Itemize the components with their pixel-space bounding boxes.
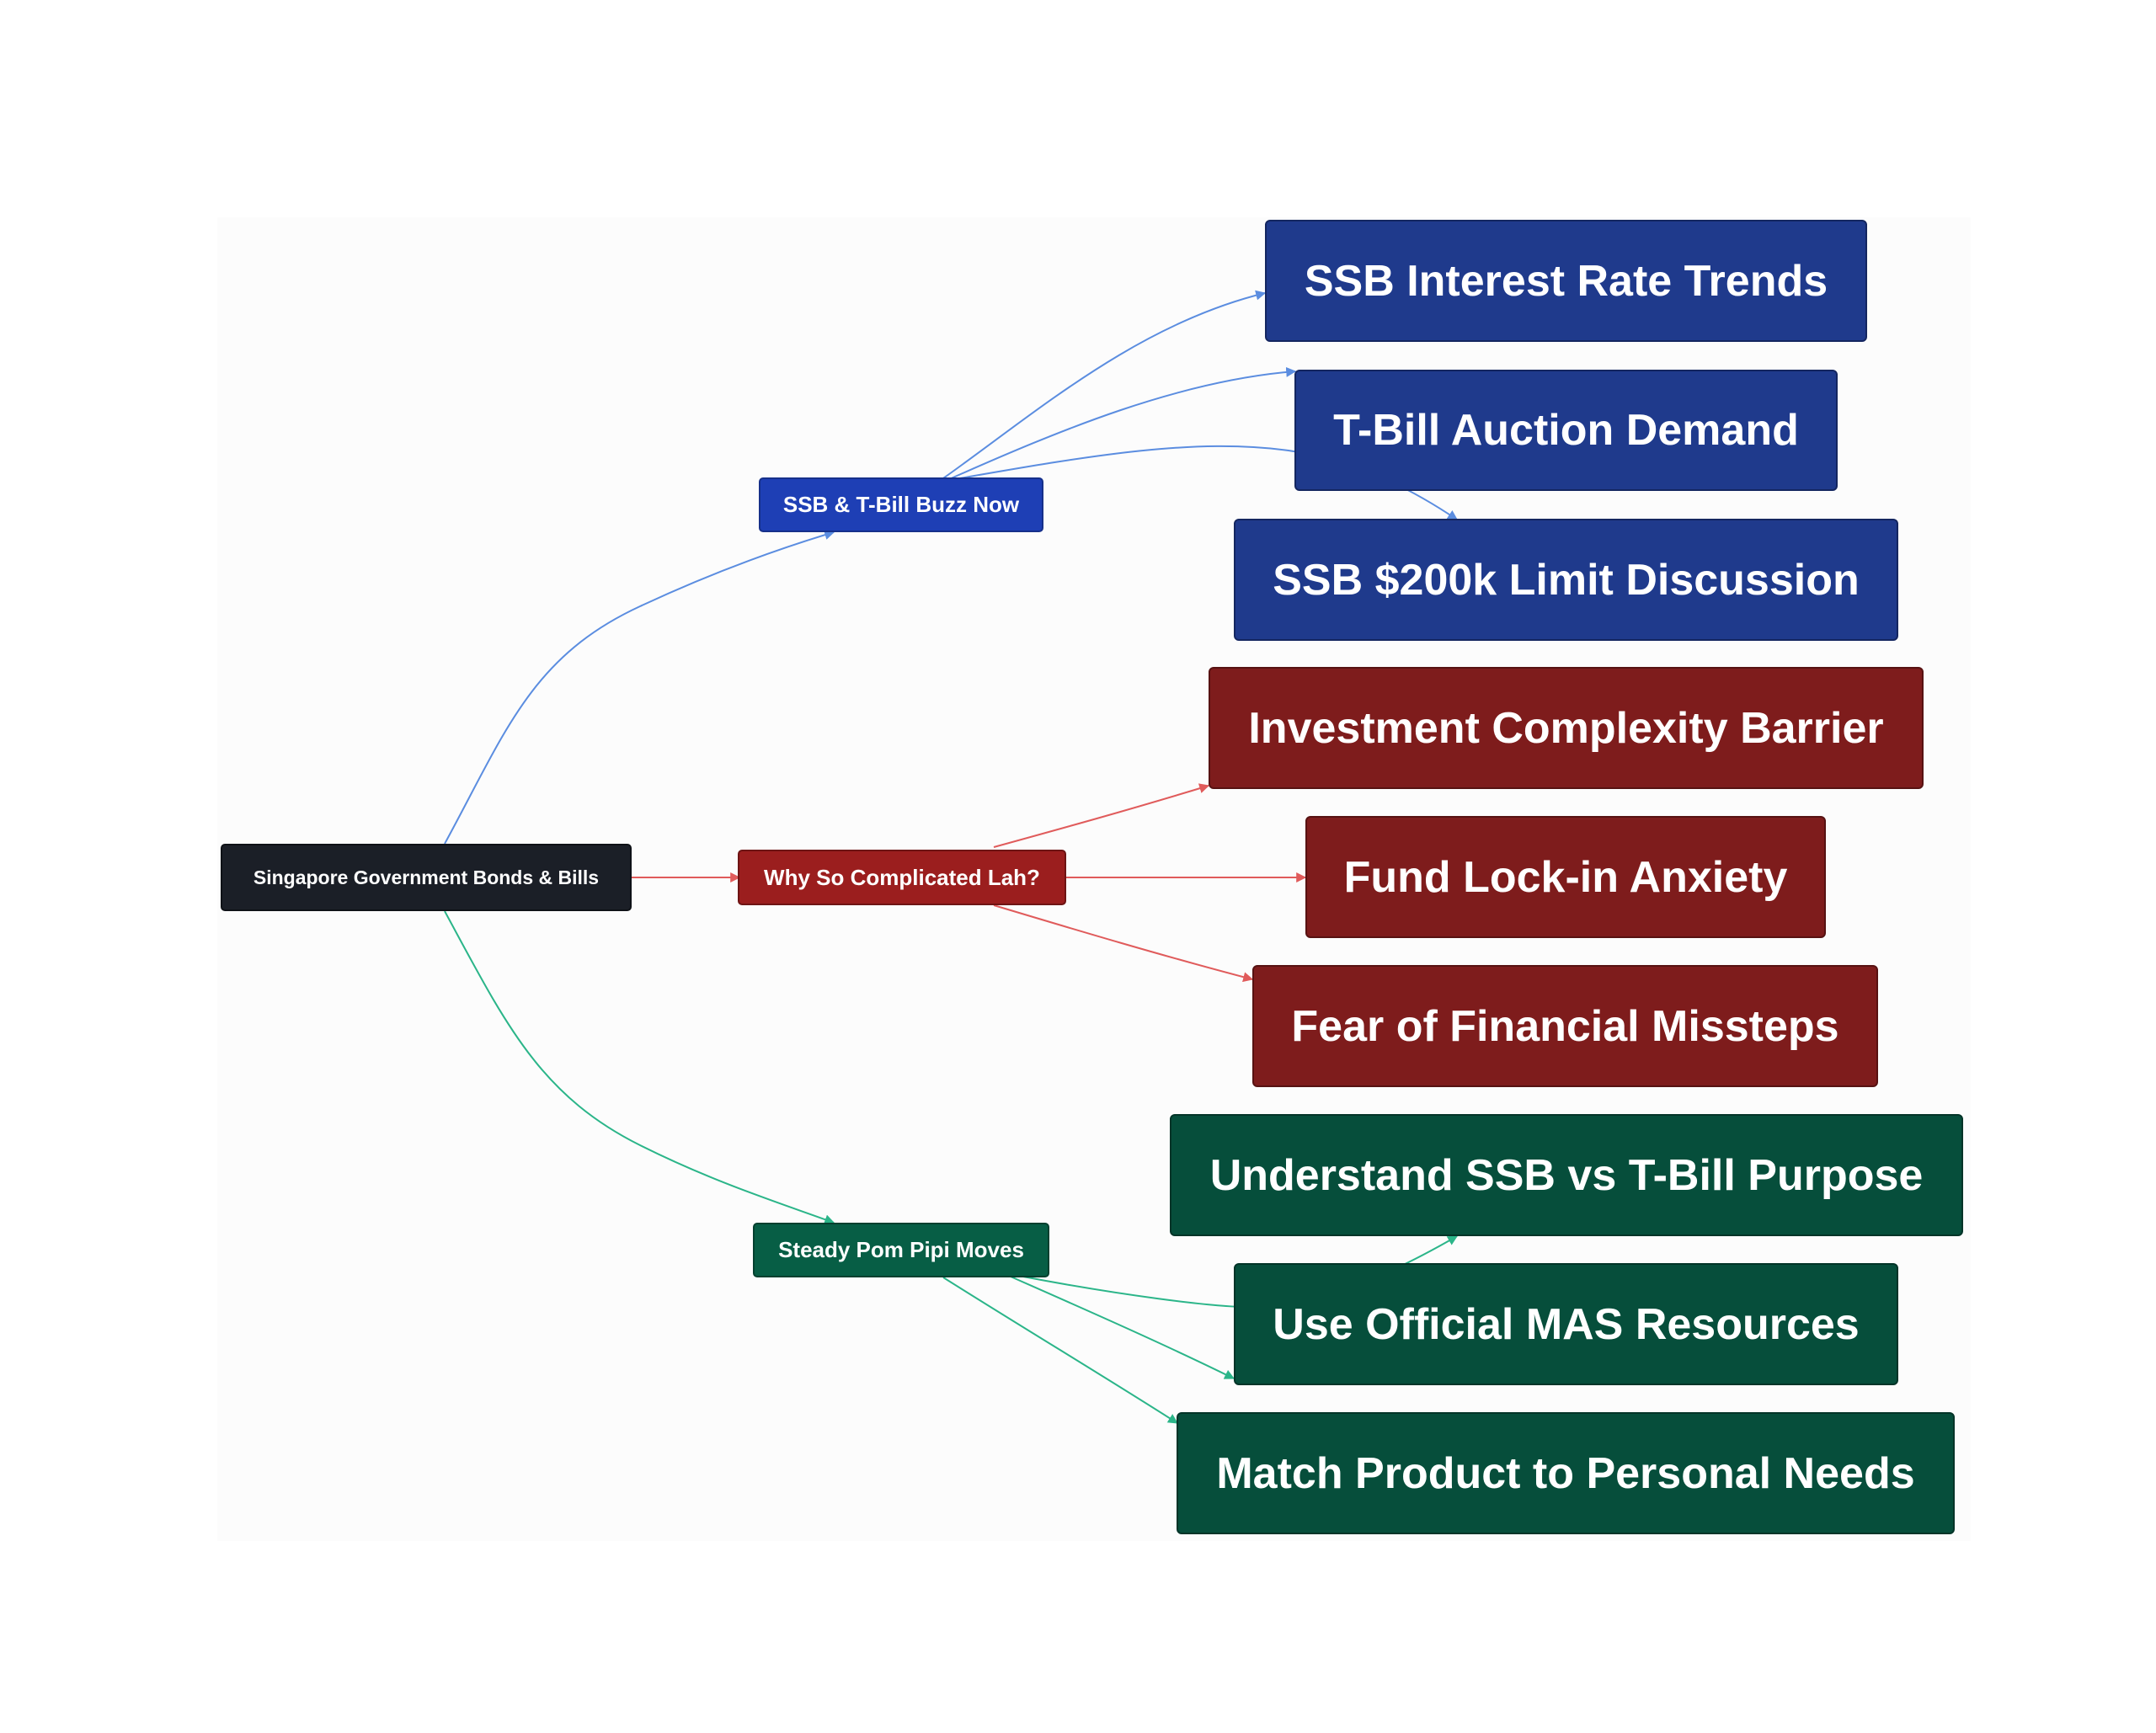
branch-node-buzz: SSB & T-Bill Buzz Now [759,477,1043,532]
leaf-node-match-needs: Match Product to Personal Needs [1177,1412,1955,1534]
leaf-node-lockin: Fund Lock-in Anxiety [1305,816,1826,938]
edge-buzz-to-limit [959,445,1458,520]
root-node: Singapore Government Bonds & Bills [221,844,632,911]
leaf-node-complexity: Investment Complexity Barrier [1209,667,1924,789]
leaf-node-lockin-label: Fund Lock-in Anxiety [1343,852,1788,902]
branch-node-complicated: Why So Complicated Lah? [738,850,1066,905]
root-node-label: Singapore Government Bonds & Bills [253,866,600,888]
branch-node-steady: Steady Pom Pipi Moves [753,1223,1049,1277]
leaf-node-fear: Fear of Financial Missteps [1252,965,1878,1087]
edge-root-to-buzz [444,530,835,845]
leaf-node-understand: Understand SSB vs T-Bill Purpose [1170,1114,1963,1236]
branch-node-complicated-label: Why So Complicated Lah? [764,864,1040,890]
edge-steady-to-mas [1010,1276,1235,1379]
branch-node-buzz-label: SSB & T-Bill Buzz Now [782,492,1020,517]
edge-steady-to-match [942,1277,1179,1424]
leaf-node-complexity-label: Investment Complexity Barrier [1248,703,1884,753]
leaf-node-match-needs-label: Match Product to Personal Needs [1216,1448,1915,1498]
leaf-node-ssb-limit: SSB $200k Limit Discussion [1234,519,1898,641]
branch-node-steady-label: Steady Pom Pipi Moves [778,1237,1024,1262]
edge-root-to-steady [444,910,835,1224]
leaf-node-mas-resources: Use Official MAS Resources [1234,1263,1898,1385]
leaf-node-ssb-limit-label: SSB $200k Limit Discussion [1273,555,1860,605]
leaf-node-ssb-rates-label: SSB Interest Rate Trends [1304,256,1828,306]
edge-complicated-to-complexity [993,783,1210,848]
edge-complicated-to-fear [993,904,1254,983]
leaf-node-tbill-auction-label: T-Bill Auction Demand [1333,406,1799,455]
edge-buzz-to-auction [947,366,1297,481]
leaf-node-ssb-rates: SSB Interest Rate Trends [1265,220,1867,342]
leaf-node-understand-label: Understand SSB vs T-Bill Purpose [1209,1150,1924,1200]
leaf-node-mas-resources-label: Use Official MAS Resources [1273,1299,1860,1349]
leaf-node-tbill-auction: T-Bill Auction Demand [1294,370,1838,491]
leaf-node-fear-label: Fear of Financial Missteps [1291,1001,1839,1051]
edge-buzz-to-rates [942,290,1267,479]
